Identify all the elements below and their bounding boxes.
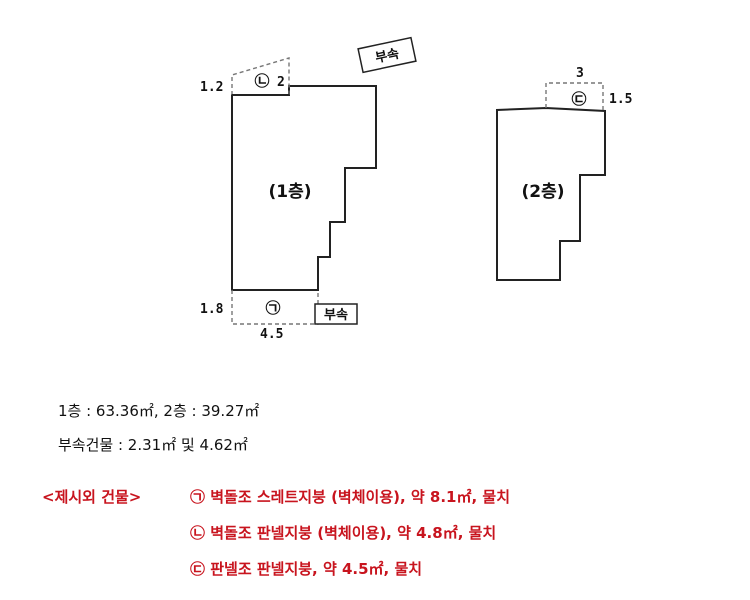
area-summary-annex: 부속건물 : 2.31㎡ 및 4.62㎡ [58, 436, 248, 454]
floor2-outline [496, 106, 606, 281]
dim-annex-3-width: 3 [576, 66, 584, 81]
annex-tag-top-label: 부속 [374, 47, 401, 67]
dim-annex-1-height: 1.8 [200, 302, 224, 317]
annex-tag-bottom: 부속 [314, 303, 358, 325]
annex-tag-top: 부속 [357, 36, 417, 74]
excluded-item-3: ㉢ 판넬조 판넬지붕, 약 4.5㎡, 물치 [190, 560, 423, 578]
floor2-label: (2층) [521, 182, 564, 202]
excluded-item-1: ㉠ 벽돌조 스레트지붕 (벽체이용), 약 8.1㎡, 물치 [190, 488, 511, 506]
annex-2-outline [231, 57, 290, 95]
dim-annex-1-width: 4.5 [260, 327, 283, 342]
dim-annex-2-width: 2 [277, 75, 285, 90]
dim-annex-3-height: 1.5 [609, 92, 632, 107]
excluded-item-2: ㉡ 벽돌조 판넬지붕 (벽체이용), 약 4.8㎡, 물치 [190, 524, 497, 542]
excluded-buildings-heading: <제시외 건물> [42, 488, 142, 506]
area-summary-floors: 1층 : 63.36㎡, 2층 : 39.27㎡ [58, 402, 260, 420]
dim-annex-2-height: 1.2 [200, 80, 223, 95]
floor-plan-diagram: 부속 부속 ㉡ ㉠ ㉢ 1.2 2 1.8 4.5 3 1.5 (1층) (2층… [200, 36, 632, 342]
annex-tag-bottom-label: 부속 [324, 308, 348, 323]
mark-3-label: ㉢ [571, 90, 586, 108]
floor1-label: (1층) [268, 182, 311, 202]
mark-2-label: ㉡ [254, 72, 269, 90]
mark-1-label: ㉠ [265, 299, 280, 317]
